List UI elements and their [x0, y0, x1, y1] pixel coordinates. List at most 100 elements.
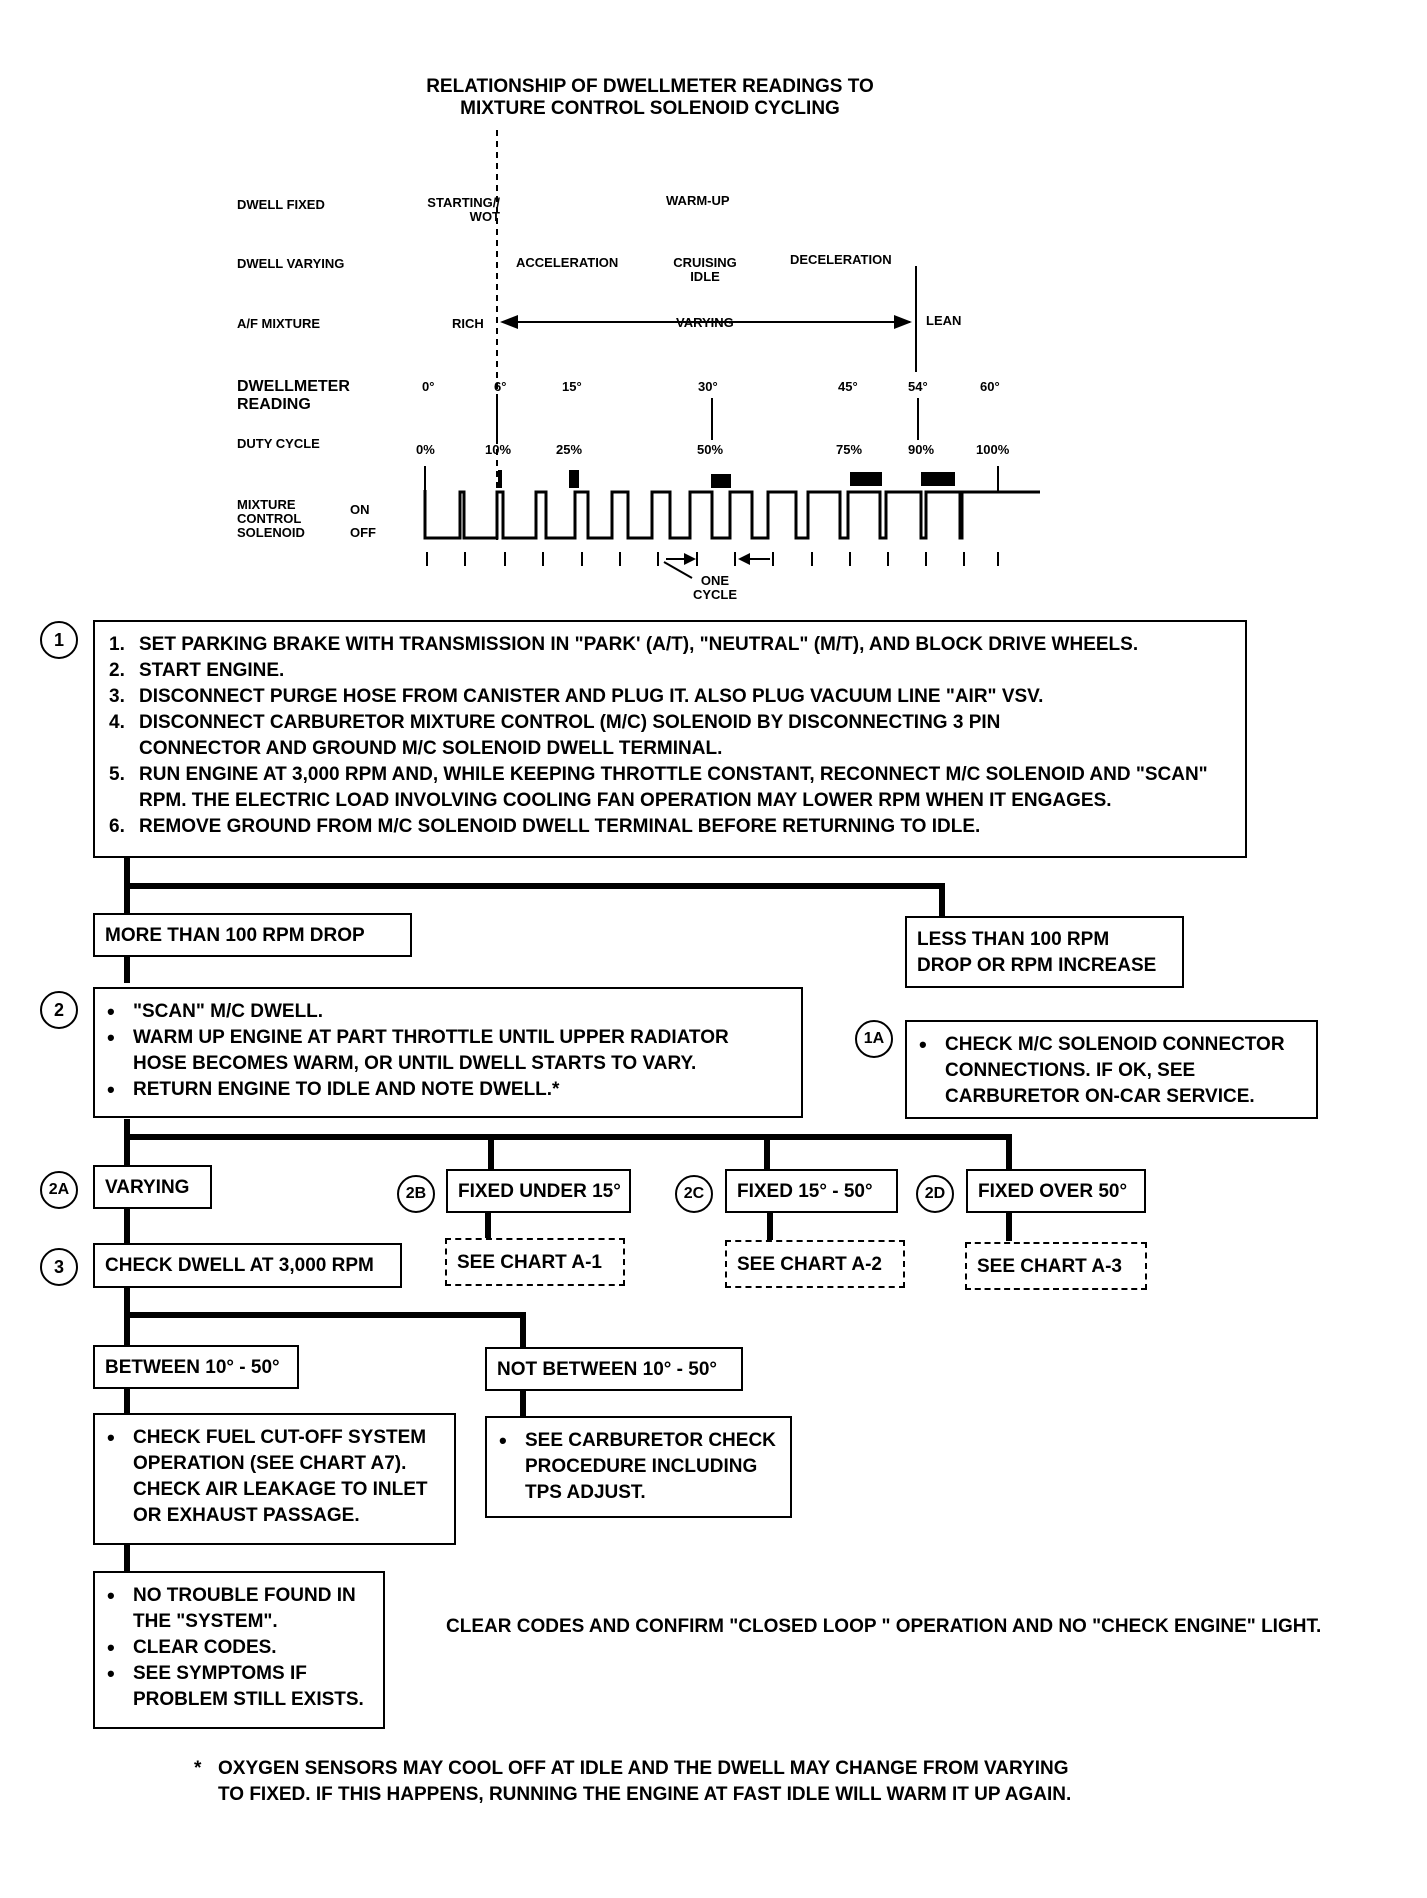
solenoid-waveform — [423, 490, 1040, 540]
one-cycle-pointer — [663, 561, 693, 579]
less-than-100-rpm-box: LESS THAN 100 RPM DROP OR RPM INCREASE — [905, 916, 1184, 988]
step-1a-item: CHECK M/C SOLENOID CONNECTOR CONNECTIONS… — [911, 1032, 1302, 1110]
label-duty-cycle: DUTY CYCLE — [237, 436, 320, 451]
duty-cycle: 75% — [836, 442, 863, 457]
arrow-left-icon — [738, 553, 750, 565]
pulse-marker — [850, 472, 882, 486]
dwell-reading: 15° — [562, 379, 582, 394]
no-trouble-item: CLEAR CODES. — [99, 1635, 377, 1661]
duty-cycle: 0% — [416, 442, 435, 457]
label-one-cycle-line1: ONE — [700, 573, 730, 588]
label-cruising: CRUISING IDLE — [660, 256, 750, 284]
label-off: OFF — [350, 525, 376, 540]
step-1a-box: CHECK M/C SOLENOID CONNECTOR CONNECTIONS… — [905, 1020, 1318, 1119]
arrow-right-icon — [894, 315, 912, 329]
step-3-badge: 3 — [40, 1248, 78, 1286]
step-1-item: 5.RUN ENGINE AT 3,000 RPM AND, WHILE KEE… — [109, 764, 1208, 811]
duty-cycle: 25% — [556, 442, 583, 457]
see-chart-a1-box: SEE CHART A-1 — [445, 1238, 625, 1286]
step-2-box: "SCAN" M/C DWELL. WARM UP ENGINE AT PART… — [93, 987, 803, 1118]
label-dwellmeter-line2: READING — [237, 396, 311, 413]
see-chart-a3-box: SEE CHART A-3 — [965, 1242, 1147, 1290]
branch-2a-badge: 2A — [40, 1171, 78, 1209]
dwell-chart-graphic — [423, 130, 1040, 579]
step-1-item: 4.DISCONNECT CARBURETOR MIXTURE CONTROL … — [109, 712, 1001, 759]
footnote-line2: TO FIXED. IF THIS HAPPENS, RUNNING THE E… — [218, 1784, 1072, 1805]
branch-2b-badge: 2B — [397, 1175, 435, 1213]
label-starting-line1: STARTING// — [427, 195, 500, 210]
more-than-100-rpm-box: MORE THAN 100 RPM DROP — [93, 913, 412, 957]
dwell-reading: 54° — [908, 379, 928, 394]
less-than-line2: DROP OR RPM INCREASE — [917, 955, 1157, 976]
less-than-line1: LESS THAN 100 RPM — [917, 929, 1110, 950]
pulse-marker — [569, 470, 579, 488]
duty-cycles: 0% 10% 25% 50% 75% 90% 100% — [0, 443, 1427, 461]
dwell-reading: 60° — [980, 379, 1000, 394]
step-2-badge: 2 — [40, 991, 78, 1029]
no-trouble-item: NO TROUBLE FOUND IN THE "SYSTEM". — [99, 1583, 377, 1635]
label-mixture-solenoid: MIXTURE CONTROL SOLENOID — [237, 498, 305, 540]
label-dwell-fixed: DWELL FIXED — [237, 197, 325, 212]
label-lean: LEAN — [926, 313, 962, 328]
label-dwellmeter: DWELLMETER READING — [237, 378, 350, 414]
step-1-item: 1.SET PARKING BRAKE WITH TRANSMISSION IN… — [109, 634, 1139, 655]
branch-2c-badge: 2C — [675, 1175, 713, 1213]
fuel-cut-off-item: CHECK FUEL CUT-OFF SYSTEM OPERATION (SEE… — [99, 1425, 444, 1529]
cycle-ticks — [426, 552, 999, 566]
label-cruising-line1: CRUISING — [673, 255, 737, 270]
step-3-box: CHECK DWELL AT 3,000 RPM — [93, 1243, 402, 1288]
label-cruising-line2: IDLE — [690, 269, 720, 284]
step-1-item: 3.DISCONNECT PURGE HOSE FROM CANISTER AN… — [109, 686, 1044, 707]
between-box: BETWEEN 10° - 50° — [93, 1345, 299, 1389]
label-dwellmeter-line1: DWELLMETER — [237, 378, 350, 395]
pulse-marker — [711, 474, 731, 488]
see-chart-a2-box: SEE CHART A-2 — [725, 1240, 905, 1288]
branch-2d-badge: 2D — [916, 1175, 954, 1213]
duty-cycle: 50% — [697, 442, 724, 457]
step-1-badge: 1 — [40, 621, 78, 659]
label-mixture-line1: MIXTURE — [237, 497, 296, 512]
label-one-cycle-line2: CYCLE — [692, 587, 738, 602]
carburetor-check-item: SEE CARBURETOR CHECK PROCEDURE INCLUDING… — [491, 1428, 780, 1506]
label-mixture-line3: SOLENOID — [237, 525, 305, 540]
branch-2a-box: VARYING — [93, 1165, 212, 1209]
step-1-box: 1.SET PARKING BRAKE WITH TRANSMISSION IN… — [93, 620, 1247, 858]
chart-title-line1: RELATIONSHIP OF DWELLMETER READINGS TO — [426, 76, 874, 97]
dwell-readings: 0° 6° 15° 30° 45° 54° 60° — [0, 380, 1427, 398]
carburetor-check-box: SEE CARBURETOR CHECK PROCEDURE INCLUDING… — [485, 1416, 792, 1518]
label-acceleration: ACCELERATION — [516, 255, 619, 270]
arrow-left-icon — [500, 315, 518, 329]
step-2-item: "SCAN" M/C DWELL. — [99, 999, 781, 1025]
step-1-item: 2.START ENGINE. — [109, 660, 285, 681]
dwell-reading: 45° — [838, 379, 858, 394]
footnote-line1: OXYGEN SENSORS MAY COOL OFF AT IDLE AND … — [218, 1758, 1069, 1779]
pulse-marker — [921, 472, 955, 486]
fuel-cut-off-box: CHECK FUEL CUT-OFF SYSTEM OPERATION (SEE… — [93, 1413, 456, 1545]
no-trouble-box: NO TROUBLE FOUND IN THE "SYSTEM". CLEAR … — [93, 1571, 385, 1729]
branch-2b-box: FIXED UNDER 15° — [446, 1169, 631, 1213]
step-1a-badge: 1A — [855, 1020, 893, 1058]
pulse-marker — [498, 470, 502, 488]
clear-codes-note: CLEAR CODES AND CONFIRM "CLOSED LOOP " O… — [446, 1616, 1322, 1637]
label-starting-line2: WOT — [469, 209, 500, 224]
branch-2c-box: FIXED 15° - 50° — [725, 1169, 898, 1213]
label-af-mixture: A/F MIXTURE — [237, 316, 321, 331]
footnote: OXYGEN SENSORS MAY COOL OFF AT IDLE AND … — [218, 1756, 1071, 1808]
duty-cycle: 100% — [976, 442, 1010, 457]
duty-cycle: 10% — [485, 442, 512, 457]
label-deceleration: DECELERATION — [790, 252, 892, 267]
chart-title: RELATIONSHIP OF DWELLMETER READINGS TO M… — [300, 76, 1000, 120]
dwell-reading: 0° — [422, 379, 435, 394]
footnote-star: * — [194, 1758, 202, 1779]
label-one-cycle: ONE CYCLE — [690, 574, 740, 602]
not-between-box: NOT BETWEEN 10° - 50° — [485, 1347, 743, 1391]
chart-title-line2: MIXTURE CONTROL SOLENOID CYCLING — [460, 98, 840, 119]
step-1-item: 6.REMOVE GROUND FROM M/C SOLENOID DWELL … — [109, 816, 981, 837]
label-dwell-varying: DWELL VARYING — [237, 256, 345, 271]
dwell-reading: 30° — [698, 379, 718, 394]
label-mixture-line2: CONTROL — [237, 511, 302, 526]
label-on: ON — [350, 502, 370, 517]
no-trouble-item: SEE SYMPTOMS IF PROBLEM STILL EXISTS. — [99, 1661, 377, 1713]
branch-2d-box: FIXED OVER 50° — [966, 1169, 1146, 1213]
duty-cycle: 90% — [908, 442, 935, 457]
